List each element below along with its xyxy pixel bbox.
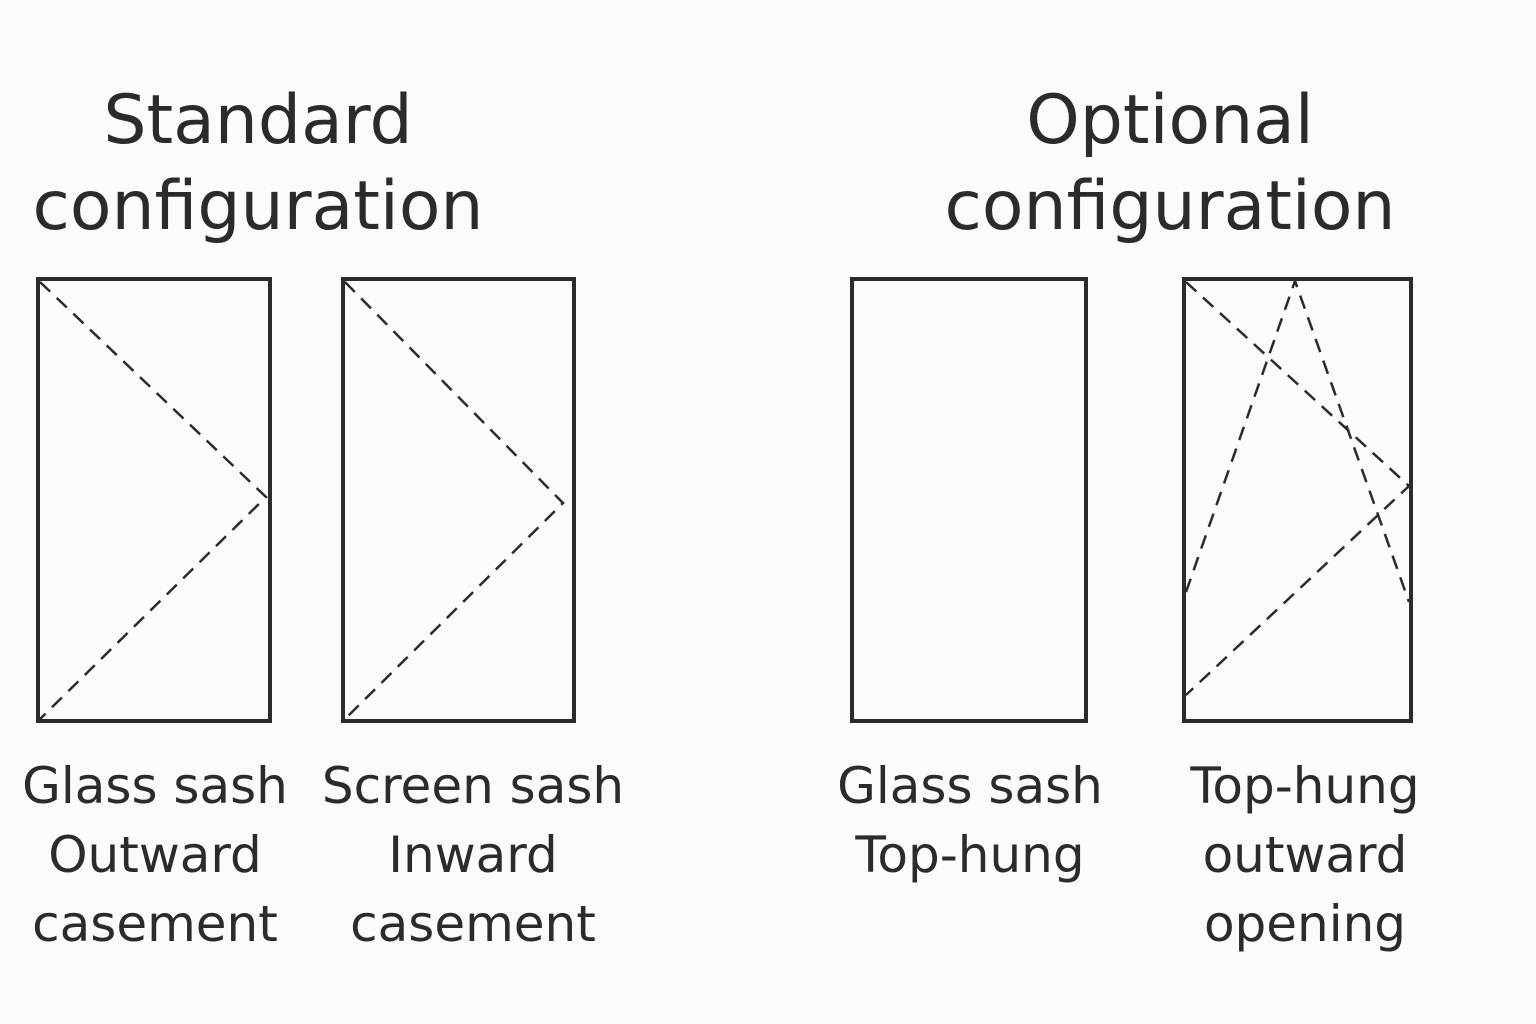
window-panel-screen-sash-inward xyxy=(341,277,576,723)
caption-line: Outward xyxy=(48,826,262,884)
caption-line: casement xyxy=(350,895,596,953)
top-hung-triangle-line xyxy=(1184,277,1411,603)
heading-optional-configuration: Optional configuration xyxy=(930,78,1410,250)
caption-line: Top-hung xyxy=(855,826,1085,884)
heading-standard-configuration: Standard configuration xyxy=(18,78,498,250)
caption-glass-sash-outward: Glass sash Outward casement xyxy=(10,752,300,959)
caption-line: Inward xyxy=(388,826,558,884)
caption-line: casement xyxy=(32,895,278,953)
heading-line: configuration xyxy=(944,167,1396,246)
opening-chevron-line xyxy=(344,281,565,720)
heading-line: Standard xyxy=(103,81,413,160)
window-panel-top-hung-outward xyxy=(1182,277,1413,723)
window-panel-glass-sash-outward xyxy=(36,277,272,723)
caption-line: Glass sash xyxy=(22,757,288,815)
caption-line: Top-hung xyxy=(1190,757,1420,815)
window-frame xyxy=(341,277,576,723)
caption-screen-sash-inward: Screen sash Inward casement xyxy=(318,752,628,959)
window-frame xyxy=(36,277,272,723)
heading-line: Optional xyxy=(1026,81,1314,160)
caption-top-hung-outward-opening: Top-hung outward opening xyxy=(1160,752,1450,959)
caption-glass-sash-top-hung: Glass sash Top-hung xyxy=(825,752,1115,890)
caption-line: Screen sash xyxy=(321,757,625,815)
heading-line: configuration xyxy=(32,167,484,246)
opening-chevron-line xyxy=(39,281,268,720)
window-frame xyxy=(850,277,1088,723)
caption-line: opening xyxy=(1203,895,1407,953)
window-panel-glass-sash-top-hung xyxy=(850,277,1088,723)
caption-line: outward xyxy=(1202,826,1408,884)
window-frame xyxy=(1182,277,1413,723)
opening-chevron-line xyxy=(1185,281,1411,696)
caption-line: Glass sash xyxy=(837,757,1103,815)
